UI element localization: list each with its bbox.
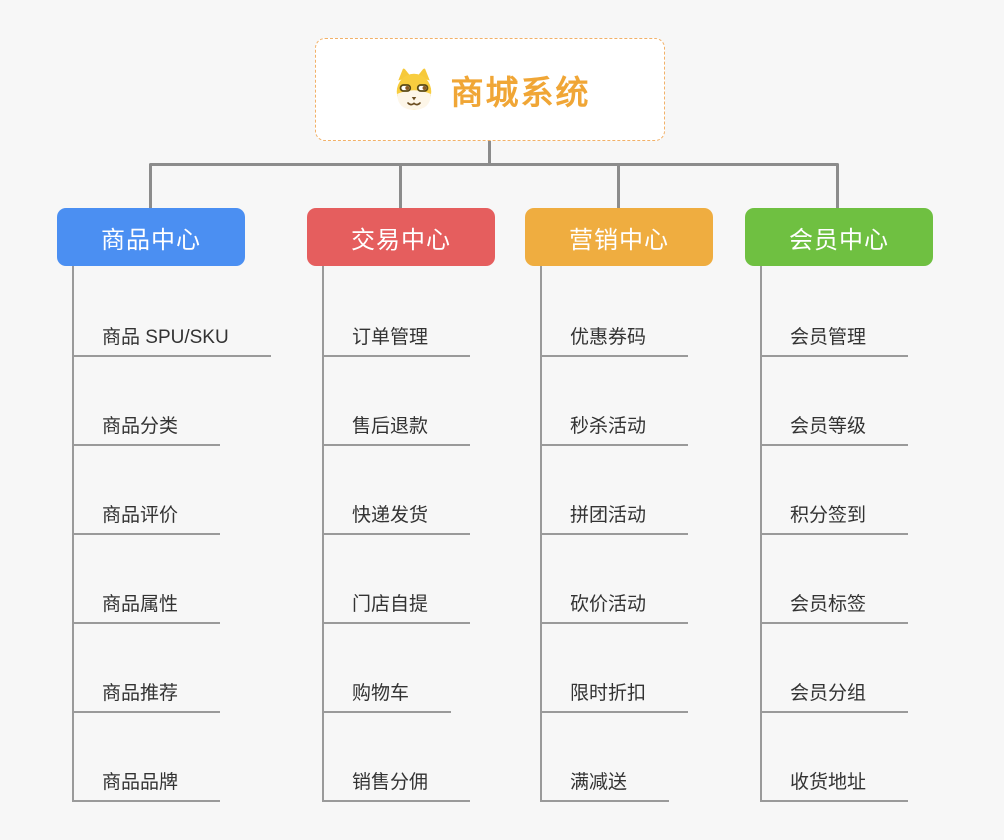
- leaf-node[interactable]: 商品属性: [72, 591, 221, 624]
- leaf-node[interactable]: 砍价活动: [540, 591, 689, 624]
- leaf-node[interactable]: 会员标签: [760, 591, 909, 624]
- leaf-node[interactable]: 收货地址: [760, 769, 909, 802]
- root-title: 商城系统: [450, 73, 591, 111]
- leaf-node[interactable]: 订单管理: [322, 324, 471, 357]
- connector-drop-line: [836, 164, 839, 209]
- leaf-node[interactable]: 会员等级: [760, 413, 909, 446]
- branch-header[interactable]: 会员中心: [745, 208, 933, 266]
- shiba-dog-icon: [390, 67, 438, 112]
- leaf-node[interactable]: 满减送: [540, 769, 670, 802]
- leaf-node[interactable]: 限时折扣: [540, 680, 689, 713]
- leaf-node[interactable]: 商品品牌: [72, 769, 221, 802]
- root-node[interactable]: 商城系统: [315, 38, 665, 141]
- leaf-node[interactable]: 会员管理: [760, 324, 909, 357]
- leaf-node[interactable]: 购物车: [322, 680, 452, 713]
- branch-header[interactable]: 商品中心: [57, 208, 245, 266]
- leaf-node[interactable]: 积分签到: [760, 502, 909, 535]
- connector-drop-line: [149, 164, 152, 209]
- connector-stem-line: [488, 141, 491, 164]
- leaf-node[interactable]: 商品 SPU/SKU: [72, 324, 271, 357]
- leaf-node[interactable]: 商品推荐: [72, 680, 221, 713]
- leaf-node[interactable]: 会员分组: [760, 680, 909, 713]
- branch-header[interactable]: 交易中心: [307, 208, 495, 266]
- branch-header[interactable]: 营销中心: [525, 208, 713, 266]
- leaf-node[interactable]: 商品评价: [72, 502, 221, 535]
- connector-bus-line: [149, 163, 839, 166]
- leaf-node[interactable]: 快递发货: [322, 502, 471, 535]
- connector-drop-line: [617, 164, 620, 209]
- leaf-node[interactable]: 拼团活动: [540, 502, 689, 535]
- leaf-node[interactable]: 门店自提: [322, 591, 471, 624]
- leaf-node[interactable]: 优惠券码: [540, 324, 689, 357]
- leaf-node[interactable]: 商品分类: [72, 413, 221, 446]
- leaf-node[interactable]: 售后退款: [322, 413, 471, 446]
- connector-drop-line: [399, 164, 402, 209]
- leaf-node[interactable]: 秒杀活动: [540, 413, 689, 446]
- leaf-node[interactable]: 销售分佣: [322, 769, 471, 802]
